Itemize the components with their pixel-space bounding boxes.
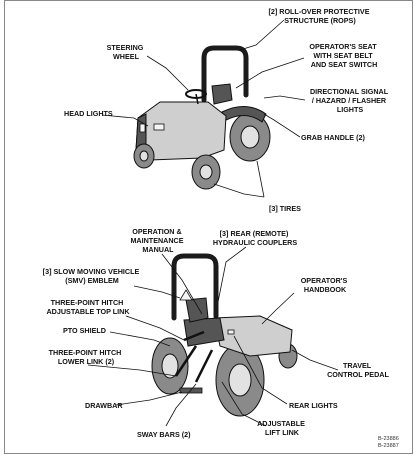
figure-codes: B-23886 B-23887 xyxy=(378,436,399,449)
smv-emblem xyxy=(179,289,193,301)
top-labels: [2] ROLL-OVER PROTECTIVE STRUCTURE (ROPS… xyxy=(64,7,390,213)
label-operator-seat: OPERATOR'S SEAT WITH SEAT BELT AND SEAT … xyxy=(309,42,378,69)
hood-rear-view xyxy=(213,315,293,357)
label-lift-link: ADJUSTABLE LIFT LINK xyxy=(257,419,307,437)
label-drawbar: DRAWBAR xyxy=(85,401,123,410)
label-head-lights: HEAD LIGHTS xyxy=(64,109,113,118)
top-link xyxy=(183,330,205,342)
label-steering-wheel: STEERING WHEEL xyxy=(107,43,146,61)
tractor-rear-illustration xyxy=(151,253,298,417)
label-rear-lights: REAR LIGHTS xyxy=(289,401,338,410)
label-smv-emblem: [3] SLOW MOVING VEHICLE (SMV) EMBLEM xyxy=(43,267,142,285)
bottom-leader-lines xyxy=(87,246,339,427)
label-tires: [3] TIRES xyxy=(269,204,301,213)
label-top-link: THREE-POINT HITCH ADJUSTABLE TOP LINK xyxy=(46,298,130,316)
tractor-front-illustration xyxy=(133,45,271,190)
figure-code-2: B-23887 xyxy=(378,443,399,449)
headlight-left xyxy=(139,123,146,133)
figure-frame xyxy=(4,0,413,454)
label-directional-signal: DIRECTIONAL SIGNAL / HAZARD / FLASHER LI… xyxy=(310,87,390,114)
rops-bar-rear xyxy=(171,253,219,321)
label-grab-handle: GRAB HANDLE (2) xyxy=(301,133,365,142)
label-operators-handbook: OPERATOR'S HANDBOOK xyxy=(301,276,350,294)
label-maintenance-manual: OPERATION & MAINTENANCE MANUAL xyxy=(130,227,185,254)
bottom-labels: OPERATION & MAINTENANCE MANUAL [3] REAR … xyxy=(43,227,390,439)
label-lower-link: THREE-POINT HITCH LOWER LINK (2) xyxy=(49,348,124,366)
rops-bar xyxy=(201,45,249,103)
label-hydraulic-couplers: [3] REAR (REMOTE) HYDRAULIC COUPLERS xyxy=(213,229,297,247)
rear-light xyxy=(227,329,235,335)
label-sway-bars: SWAY BARS (2) xyxy=(137,430,191,439)
fender xyxy=(221,106,267,123)
steering-wheel xyxy=(185,89,207,99)
operator-seat-rear xyxy=(185,297,209,323)
label-travel-pedal: TRAVEL CONTROL PEDAL xyxy=(327,361,389,379)
operator-seat xyxy=(211,83,233,105)
headlight-right xyxy=(153,123,165,131)
figure-code-1: B-23886 xyxy=(378,436,399,442)
label-rops: [2] ROLL-OVER PROTECTIVE STRUCTURE (ROPS… xyxy=(268,7,371,25)
label-pto-shield: PTO SHIELD xyxy=(63,326,106,335)
top-leader-lines xyxy=(101,19,306,198)
